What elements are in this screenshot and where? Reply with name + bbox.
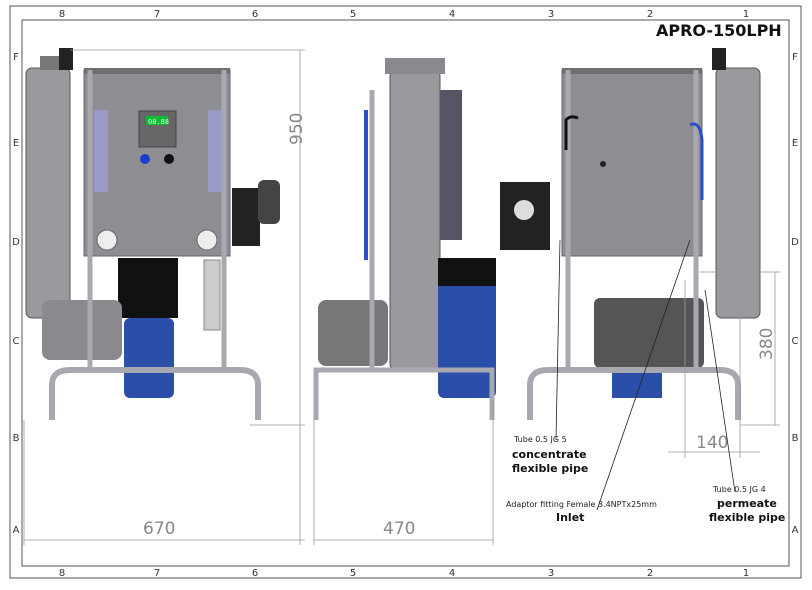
prefilter-housing (124, 318, 174, 398)
prefilter-housing (438, 258, 496, 398)
permeate-label: permeate (717, 497, 777, 510)
dimension-width: 670 (143, 519, 175, 539)
membrane-cap (385, 58, 445, 74)
row-label: D (12, 237, 20, 248)
column-label: 3 (548, 568, 554, 579)
column-label: 7 (154, 568, 160, 579)
column-label: 2 (647, 568, 653, 579)
pump (42, 300, 122, 360)
drawing-title: APRO-150LPH (656, 21, 782, 40)
inner-border (21, 19, 790, 567)
column-label: 4 (449, 568, 455, 579)
hose (564, 115, 579, 150)
controller-screen (146, 116, 168, 125)
panel-hole (600, 161, 606, 167)
frame-base (313, 367, 495, 420)
inlet-label: Inlet (556, 511, 584, 524)
column-label: 5 (350, 568, 356, 579)
row-label: A (13, 525, 20, 536)
dosing-pump (232, 188, 260, 246)
flowmeter-left (94, 110, 108, 192)
row-label: E (792, 138, 798, 149)
pump (594, 298, 704, 368)
flowmeter-right (208, 110, 222, 192)
frame-base (527, 367, 741, 420)
row-label: C (792, 336, 799, 347)
frame-base (49, 367, 261, 420)
controller-display: 08.88 (148, 118, 169, 126)
column-label: 6 (252, 9, 258, 20)
inlet-spec: Adaptor fitting Female 3.4NPTx25mm (506, 500, 657, 509)
row-label: F (792, 52, 798, 63)
column-label: 8 (59, 568, 65, 579)
permeate-spec: Tube 0.5 JG 4 (712, 485, 766, 494)
pressure-gauge-left (96, 229, 118, 251)
concentrate-label: concentrate (512, 448, 587, 461)
leader-lines (555, 239, 736, 511)
dimension-lines (23, 49, 780, 545)
controller (138, 110, 177, 148)
column-label: 6 (252, 568, 258, 579)
column-label: 5 (350, 9, 356, 20)
dosing-dial (514, 200, 534, 220)
panel-top (84, 68, 230, 74)
permeate-label-2: flexible pipe (709, 511, 785, 524)
dimension-depth: 470 (383, 519, 415, 539)
membrane-housing (715, 67, 761, 319)
concentrate-spec: Tube 0.5 JG 5 (513, 435, 567, 444)
start-button (140, 154, 150, 164)
front-view: 08.88 (25, 48, 280, 420)
row-label: A (792, 525, 799, 536)
panel-side (440, 90, 462, 240)
rear-panel (561, 69, 703, 257)
row-label: B (13, 433, 20, 444)
column-label: 8 (59, 9, 65, 20)
membrane-housing (389, 69, 441, 371)
pipe (203, 259, 221, 331)
prefilter-head (438, 258, 496, 286)
selector-switch (164, 154, 174, 164)
dimension-height: 950 (287, 113, 307, 145)
row-label: F (13, 52, 19, 63)
pipe-elbow (712, 48, 726, 70)
column-label: 3 (548, 9, 554, 20)
dosing-pump-head (258, 180, 280, 224)
column-label: 7 (154, 9, 160, 20)
rear-view (500, 48, 761, 420)
row-label: B (792, 433, 799, 444)
pressure-gauge-right (196, 229, 218, 251)
column-label: 1 (743, 568, 749, 579)
column-label: 1 (743, 9, 749, 20)
prefilter-head (118, 258, 178, 318)
pump (318, 300, 388, 366)
pipe-elbow (59, 48, 73, 70)
concentrate-label-2: flexible pipe (512, 462, 588, 475)
dimension-outlet-height: 380 (757, 328, 777, 360)
row-label: D (791, 237, 799, 248)
side-view (313, 58, 496, 420)
panel-top (562, 68, 702, 74)
row-label: C (13, 336, 20, 347)
column-label: 2 (647, 9, 653, 20)
column-label: 4 (449, 9, 455, 20)
membrane-housing (25, 67, 71, 319)
outer-border (9, 5, 802, 579)
blue-tube (689, 122, 704, 200)
dimension-outlet-spacing: 140 (696, 433, 728, 453)
row-label: E (13, 138, 19, 149)
